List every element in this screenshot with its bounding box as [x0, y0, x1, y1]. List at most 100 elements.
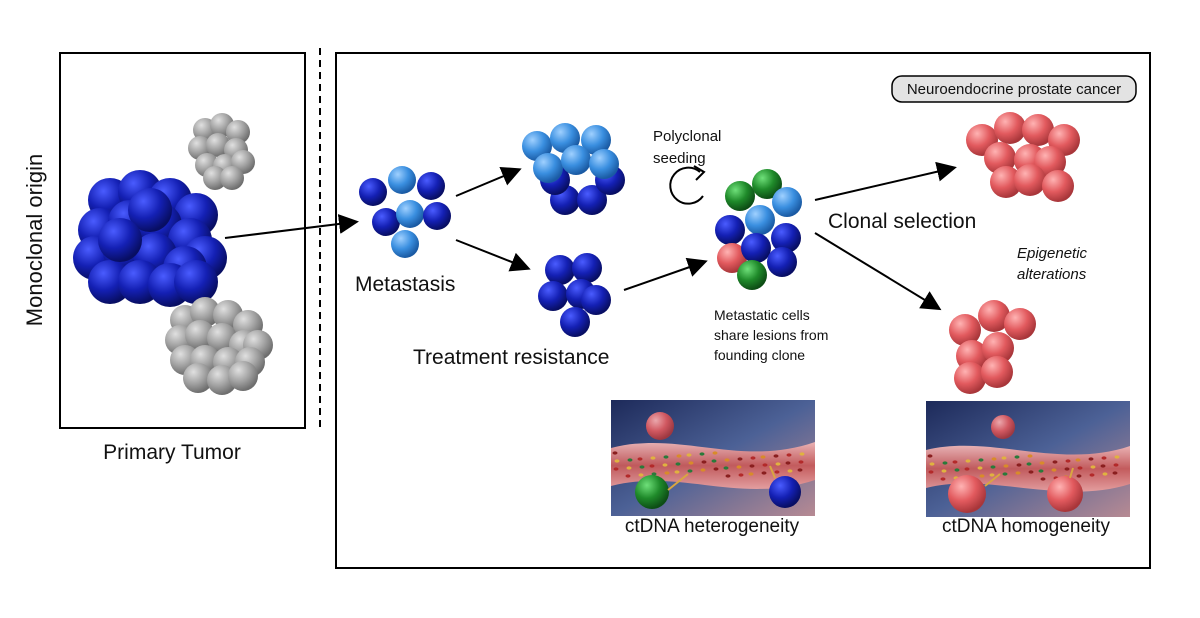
blood-cell — [686, 453, 692, 457]
blood-cell — [1089, 473, 1095, 477]
blood-cell — [1113, 463, 1119, 467]
cell — [417, 172, 445, 200]
cell — [545, 255, 575, 285]
arrow-icon — [814, 232, 942, 311]
blood-cell — [1100, 464, 1106, 468]
blood-cell — [785, 461, 791, 465]
blood-cell — [1014, 455, 1020, 459]
cell — [128, 188, 172, 232]
blood-cell — [1077, 466, 1083, 470]
cell — [725, 181, 755, 211]
blood-cell — [1040, 477, 1046, 481]
blood-cell — [991, 457, 997, 461]
ctdna-homogeneity-caption: ctDNA homogeneity — [942, 516, 1110, 537]
blood-cell — [775, 462, 781, 466]
blood-cell — [688, 461, 694, 465]
metastatic-note-line-2: share lesions from — [714, 327, 828, 343]
blood-cell — [1102, 472, 1108, 476]
blood-cell — [798, 460, 804, 464]
cell — [561, 145, 591, 175]
blood-cell — [748, 472, 754, 476]
blood-cell — [1001, 456, 1007, 460]
blood-cell — [723, 466, 729, 470]
blood-cell — [927, 454, 933, 458]
clonal-selection-label: Clonal selection — [828, 210, 976, 233]
blood-cell — [699, 452, 705, 456]
blood-cell — [774, 470, 780, 474]
blood-cell — [662, 463, 668, 467]
ctdna-homogeneity-illustration — [926, 401, 1130, 517]
blood-cell — [1002, 472, 1008, 476]
nepc-badge-box — [891, 75, 1137, 103]
blood-cell — [674, 470, 680, 474]
epigenetic-alterations-label-1: Epigenetic — [1017, 245, 1088, 262]
blood-cell — [1075, 458, 1081, 462]
blood-cell — [941, 469, 947, 473]
blood-cell — [990, 465, 996, 469]
blood-cell — [1114, 455, 1120, 459]
cell — [982, 332, 1014, 364]
cell — [174, 260, 218, 304]
metastatic-note-line-3: founding clone — [714, 347, 805, 363]
blood-cell — [762, 463, 768, 467]
cell — [560, 307, 590, 337]
blood-cell — [773, 454, 779, 458]
blood-cell — [799, 452, 805, 456]
cell — [984, 142, 1016, 174]
nepc-cluster-lower — [949, 300, 1036, 394]
polyclonal-seeding-label-1: Polyclonal — [653, 128, 721, 145]
polyclonal-seeding-label-2: seeding — [653, 150, 706, 167]
cell — [981, 356, 1013, 388]
blood-cell — [664, 471, 670, 475]
blood-cell — [663, 455, 669, 459]
blood-cell — [612, 451, 618, 455]
cell — [396, 200, 424, 228]
cell — [737, 260, 767, 290]
cell — [1004, 308, 1036, 340]
blood-cell — [1039, 461, 1045, 465]
cell — [206, 133, 230, 157]
blood-cell — [787, 469, 793, 473]
cell — [717, 243, 747, 273]
treatment-resistance-label: Treatment resistance — [413, 346, 609, 369]
cell — [203, 166, 227, 190]
cell — [771, 223, 801, 253]
cell — [581, 125, 611, 155]
blood-cell — [725, 474, 731, 478]
upper-resistant-cluster — [522, 123, 625, 215]
left-panel: Monoclonal origin Primary Tumor — [22, 52, 306, 464]
arrow-icon — [455, 239, 531, 272]
blood-cell — [760, 455, 766, 459]
blood-cell — [676, 454, 682, 458]
nepc-badge: Neuroendocrine prostate cancer — [891, 75, 1137, 103]
arrow-icon — [814, 161, 957, 201]
right-panel-frame — [335, 52, 1151, 569]
blood-cell — [977, 466, 983, 470]
cell — [1042, 170, 1074, 202]
cell — [767, 247, 797, 277]
blood-cell — [625, 474, 631, 478]
blood-cell — [713, 467, 719, 471]
cell — [98, 218, 142, 262]
blood-cell — [687, 469, 693, 473]
metastatic-note-line-1: Metastatic cells — [714, 307, 810, 323]
cell — [741, 233, 771, 263]
cell — [183, 363, 213, 393]
blood-cell — [1101, 456, 1107, 460]
treatment-resistance-cluster — [538, 253, 611, 337]
blood-cell — [964, 467, 970, 471]
nepc-cluster-upper — [966, 112, 1080, 202]
cell — [745, 205, 775, 235]
cell — [220, 166, 244, 190]
blood-cell — [1051, 468, 1057, 472]
cell — [589, 149, 619, 179]
cell — [1014, 164, 1046, 196]
blood-cell — [797, 468, 803, 472]
cell — [772, 187, 802, 217]
cell — [388, 166, 416, 194]
polyclonal-cluster — [715, 169, 802, 290]
blood-cell — [965, 459, 971, 463]
blood-cell — [1076, 474, 1082, 478]
cell — [372, 208, 400, 236]
